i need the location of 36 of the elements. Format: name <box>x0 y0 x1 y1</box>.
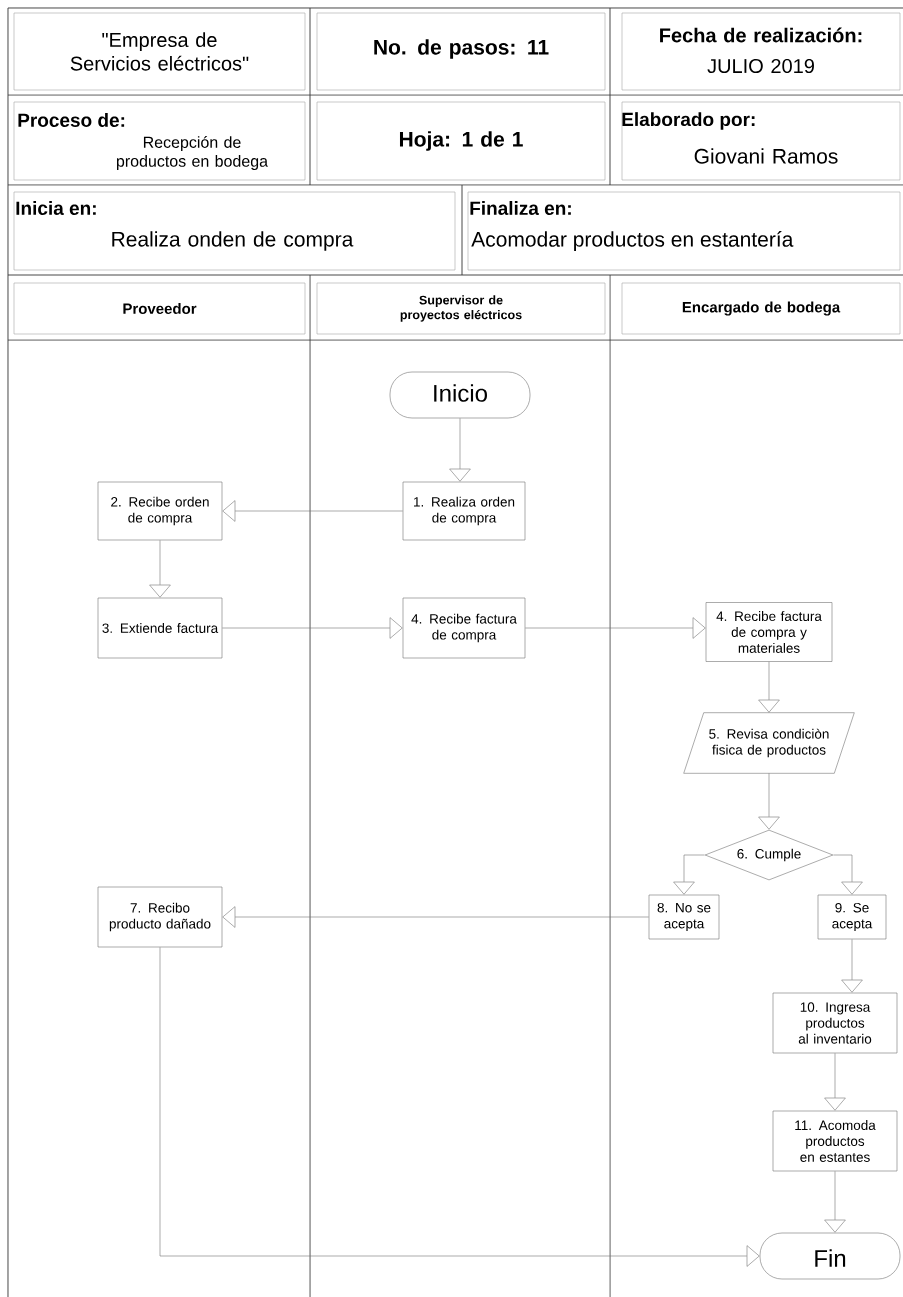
process-box: 9. Se acepta <box>817 894 887 940</box>
process-box: 3. Extiende factura <box>97 597 223 659</box>
header-cell: Hoja: 1 de 1 <box>316 101 606 181</box>
lane-header: Proveedor <box>13 282 306 335</box>
header-cell: Fecha de realización: JULIO 2019 <box>621 12 901 91</box>
arrow <box>758 661 780 713</box>
arrow <box>449 418 471 482</box>
header-cell: No. de pasos: 11 <box>316 12 606 91</box>
data-parallelogram: 5. Revisa condiciòn fisica de productos <box>683 712 855 774</box>
arrow <box>525 617 706 639</box>
header-cell: Elaborado por: Giovani Ramos <box>621 101 901 181</box>
process-box: 4. Recibe factura de compra <box>402 597 526 659</box>
arrow <box>159 947 760 1267</box>
arrow <box>824 1053 846 1111</box>
arrow <box>758 773 780 830</box>
arrow <box>222 906 649 928</box>
lane-header: Supervisor de proyectos eléctricos <box>316 282 606 335</box>
header-cell: Inicia en: Realiza onden de compra <box>13 191 456 271</box>
process-box: 2. Recibe orden de compra <box>97 481 223 541</box>
process-box: 10. Ingresa productos al inventario <box>772 992 898 1054</box>
process-box: 8. No se acepta <box>648 894 720 940</box>
arrow <box>673 854 705 895</box>
arrow <box>841 939 863 993</box>
process-box: 1. Realiza orden de compra <box>402 481 526 541</box>
arrow <box>824 1171 846 1233</box>
process-box: 11. Acomoda productos en estantes <box>772 1110 898 1172</box>
lane-header: Encargado de bodega <box>621 282 901 335</box>
process-box: 7. Recibo producto dañado <box>97 886 223 948</box>
header-cell: Finaliza en: Acomodar productos en estantería <box>467 191 901 271</box>
process-box: 4. Recibe factura de compra y materiales <box>705 602 833 662</box>
header-cell: "Empresa de Servicios eléctricos" <box>13 12 306 91</box>
arrow <box>149 540 171 598</box>
arrow <box>222 617 403 639</box>
arrow <box>833 854 863 895</box>
header-cell: Proceso de: Recepción de productos en bodega <box>13 101 306 181</box>
arrow <box>222 500 403 522</box>
